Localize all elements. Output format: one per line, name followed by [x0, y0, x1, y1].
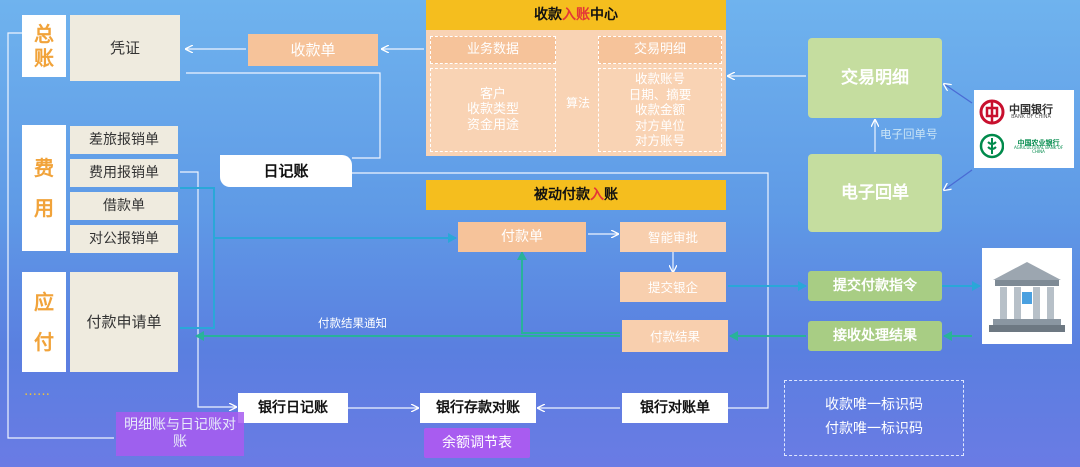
business-data-item: 资金用途	[466, 117, 519, 133]
title-part: 中心	[590, 6, 618, 23]
detail-journal-reconcile-box: 明细账与日记账对账	[116, 412, 244, 456]
category-char: 总	[34, 22, 54, 46]
balance-table-box: 余额调节表	[424, 428, 530, 458]
txn-detail-box: 交易明细	[808, 38, 942, 118]
txn-detail-header: 交易明细	[598, 36, 722, 64]
txn-detail-list: 收款账号 日期、摘要 收款金额 对方单位 对方账号	[598, 68, 722, 152]
smart-approval-box: 智能审批	[620, 222, 726, 252]
unique-id-box: 收款唯一标识码 付款唯一标识码	[784, 380, 964, 456]
title-part-red: 入账	[562, 6, 590, 23]
abc-name-en: AGRICULTURAL BANK OF CHINA	[1013, 144, 1064, 154]
title-part: 被动	[534, 186, 562, 203]
category-char: 账	[34, 46, 54, 70]
e-receipt-number-label: 电子回单号	[880, 127, 938, 141]
submit-bank-box: 提交银企	[620, 272, 726, 302]
txn-detail-item: 日期、摘要	[628, 86, 692, 102]
payment-form-box: 付款单	[458, 222, 586, 252]
business-data-item: 收款类型	[466, 102, 519, 118]
txn-detail-item: 收款金额	[634, 102, 685, 118]
title-part: 收款	[534, 6, 562, 23]
voucher-box: 凭证	[70, 15, 180, 81]
category-char: 付	[34, 330, 54, 354]
category-payable: 应 付	[22, 272, 66, 372]
submit-payment-command-box: 提交付款指令	[808, 271, 942, 301]
bank-journal-box: 银行日记账	[238, 393, 348, 423]
title-part-red: 入	[590, 186, 604, 203]
expense-item-expense: 费用报销单	[70, 159, 178, 187]
bank-building-icon	[989, 262, 1065, 332]
title-part: 账	[604, 186, 618, 203]
category-expense: 费 用	[22, 125, 66, 251]
boc-name-cn: 中国银行	[1009, 103, 1053, 116]
receipt-unique-id: 收款唯一标识码	[825, 397, 923, 414]
category-char: 用	[34, 196, 54, 220]
abc-name-cn: 中国农业银行	[1017, 137, 1060, 147]
algorithm-label: 算法	[566, 96, 591, 110]
more-ellipsis: ……	[24, 384, 50, 399]
abc-emblem-icon	[979, 133, 1005, 159]
category-general-ledger: 总 账	[22, 15, 66, 77]
abc-logo: 中国农业银行 AGRICULTURAL BANK OF CHINA	[979, 129, 1069, 163]
expense-item-corporate: 对公报销单	[70, 225, 178, 253]
payment-unique-id: 付款唯一标识码	[825, 421, 923, 437]
boc-name-en: BANK OF CHINA	[1011, 114, 1051, 120]
boc-emblem-icon	[979, 99, 1005, 125]
payment-request-box: 付款申请单	[70, 272, 178, 372]
txn-detail-item: 收款账号	[634, 70, 685, 86]
title-part-bold: 付款	[562, 186, 590, 203]
bank-reconciliation-box: 银行存款对账	[420, 393, 536, 423]
expense-item-travel: 差旅报销单	[70, 126, 178, 154]
e-receipt-box: 电子回单	[808, 154, 942, 232]
category-char: 应	[34, 290, 54, 314]
bank-building-panel	[982, 248, 1072, 344]
receive-result-box: 接收处理结果	[808, 321, 942, 351]
expense-item-loan: 借款单	[70, 192, 178, 220]
boc-logo: 中国银行 BANK OF CHINA	[979, 95, 1069, 129]
business-data-header: 业务数据	[430, 36, 556, 64]
payment-center-title: 被动付款入账	[426, 180, 726, 210]
bank-logos-panel: 中国银行 BANK OF CHINA 中国农业银行 AGRICULTURAL B…	[974, 90, 1074, 168]
business-data-item: 客户	[479, 86, 506, 102]
business-data-list: 客户 收款类型 资金用途	[430, 68, 556, 152]
receipt-form-box: 收款单	[248, 34, 378, 66]
payment-result-notice-label: 付款结果通知	[318, 316, 387, 330]
payment-result-box: 付款结果	[622, 320, 728, 352]
receipt-center-title: 收款入账中心	[426, 0, 726, 30]
txn-detail-item: 对方单位	[634, 117, 685, 133]
txn-detail-item: 对方账号	[634, 133, 685, 149]
bank-statement-box: 银行对账单	[622, 393, 728, 423]
category-char: 费	[34, 156, 54, 180]
journal-box: 日记账	[220, 155, 352, 187]
